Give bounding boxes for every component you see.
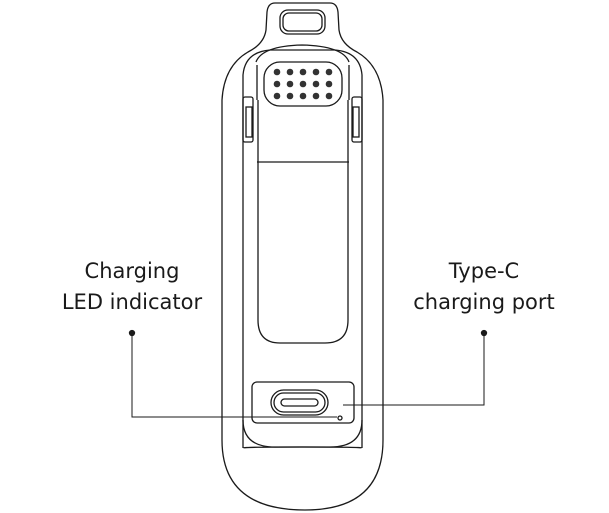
speaker-hole [299, 92, 307, 100]
led-label-line2: LED indicator [61, 290, 203, 314]
speaker-hole [286, 80, 294, 88]
speaker-hole [325, 92, 333, 100]
left-hinge [242, 96, 254, 143]
speaker-hole [312, 68, 320, 76]
led-indicator-label: Charging LED indicator [32, 256, 232, 318]
lanyard-hole [279, 9, 326, 35]
device-body-outline [221, 2, 384, 511]
port-leader-line [343, 333, 485, 406]
port-label-line1: Type-C [448, 259, 520, 283]
led-indicator [337, 415, 343, 421]
port-housing [251, 381, 355, 424]
led-leader-line [131, 333, 337, 418]
speaker-hole [325, 80, 333, 88]
speaker-grille [263, 61, 343, 107]
speaker-hole [286, 68, 294, 76]
speaker-hole [312, 92, 320, 100]
speaker-hole [273, 80, 281, 88]
charging-port-label: Type-C charging port [384, 256, 584, 318]
speaker-hole [286, 92, 294, 100]
speaker-hole [273, 68, 281, 76]
speaker-hole [325, 68, 333, 76]
speaker-hole [299, 68, 307, 76]
led-label-line1: Charging [84, 259, 180, 283]
speaker-holes [273, 68, 333, 100]
speaker-hole [273, 92, 281, 100]
speaker-hole [312, 80, 320, 88]
usb-c-port [270, 389, 329, 416]
inner-panel [242, 49, 363, 449]
port-label-line2: charging port [413, 290, 555, 314]
clip [257, 100, 349, 344]
right-hinge [351, 96, 363, 143]
speaker-hole [299, 80, 307, 88]
